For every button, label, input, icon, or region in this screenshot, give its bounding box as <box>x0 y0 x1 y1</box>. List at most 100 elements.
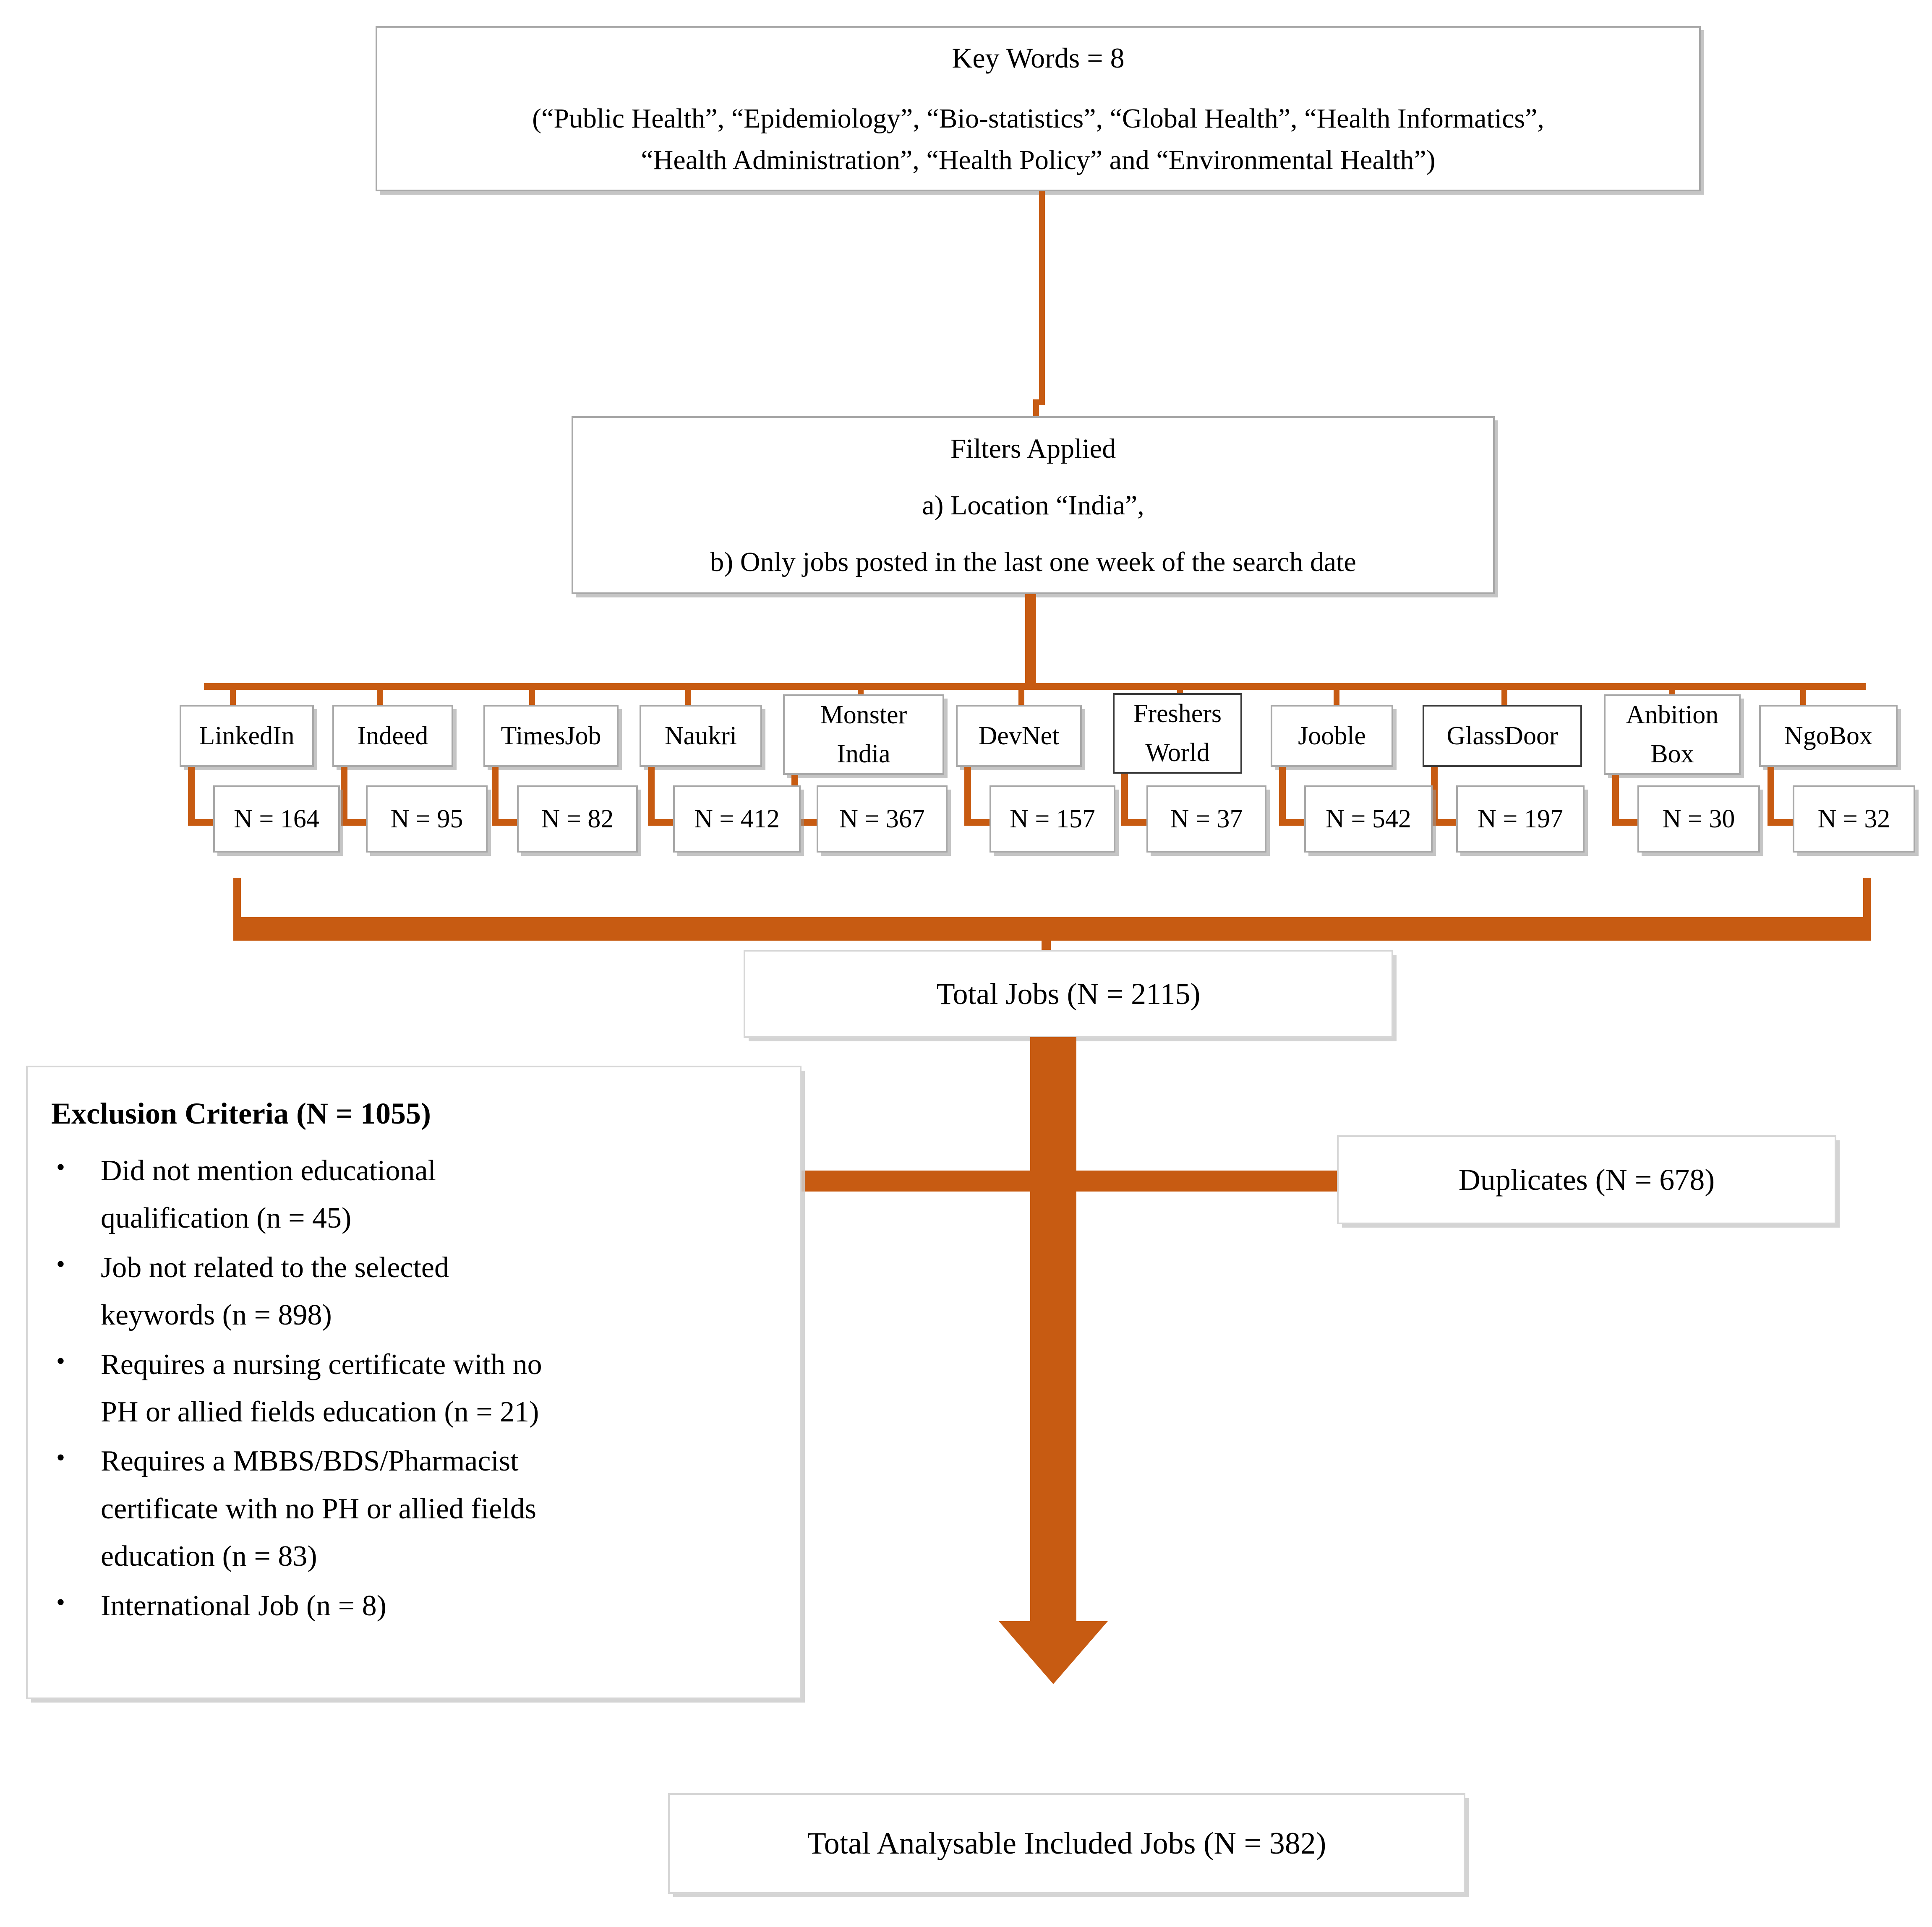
count-box-ngobox: N = 32 <box>1793 785 1915 853</box>
exclusion-item-1-line-2: keywords (n = 898) <box>101 1299 332 1332</box>
source-name-freshers-world: World <box>1145 738 1210 767</box>
source-name-freshers: Freshers <box>1133 699 1222 728</box>
count-box-devnet: N = 157 <box>989 785 1115 853</box>
elbow-v-7 <box>1279 767 1286 826</box>
elbow-h-5 <box>964 819 995 826</box>
source-name-jooble: Jooble <box>1298 721 1366 750</box>
exclusion-item-3-line-1: Requires a MBBS/BDS/Pharmacist <box>101 1445 519 1478</box>
source-box-anbition-box: Anbition Box <box>1604 694 1741 775</box>
bullet-icon: • <box>56 1347 65 1375</box>
exclusion-item-2: • Requires a nursing certificate with no… <box>47 1341 783 1436</box>
connector-keywords-to-filters-vertical-a <box>1039 191 1045 405</box>
count-box-freshers-world: N = 37 <box>1146 785 1266 853</box>
elbow-v-8 <box>1431 767 1438 826</box>
distribution-bus <box>204 683 1866 690</box>
exclusion-item-0: • Did not mention educational qualificat… <box>47 1147 783 1242</box>
bus-drop-8 <box>1501 683 1507 705</box>
elbow-v-9 <box>1612 775 1619 826</box>
keywords-box: Key Words = 8 (“Public Health”, “Epidemi… <box>376 26 1701 191</box>
source-box-ngobox: NgoBox <box>1759 705 1898 767</box>
exclusion-item-2-line-2: PH or allied fields education (n = 21) <box>101 1395 539 1428</box>
elbow-v-6 <box>1121 774 1128 826</box>
elbow-h-0 <box>188 819 219 826</box>
count-value-linkedin: N = 164 <box>234 804 319 833</box>
source-name-indeed: Indeed <box>357 721 428 750</box>
final-included-jobs-box: Total Analysable Included Jobs (N = 382) <box>668 1793 1465 1894</box>
bullet-icon: • <box>56 1444 65 1472</box>
source-name-anbition: Anbition <box>1626 701 1719 729</box>
source-name-linkedin: LinkedIn <box>199 721 295 750</box>
count-box-linkedin: N = 164 <box>213 785 340 853</box>
count-value-monster-india: N = 367 <box>839 804 925 833</box>
elbow-v-2 <box>492 767 499 826</box>
elbow-v-3 <box>648 767 655 826</box>
merge-horizontal <box>233 917 1871 941</box>
duplicates-box: Duplicates (N = 678) <box>1337 1135 1836 1224</box>
elbow-h-6 <box>1121 819 1152 826</box>
count-box-indeed: N = 95 <box>366 785 488 853</box>
source-name-devnet: DevNet <box>978 721 1060 750</box>
source-name-glassdoor: GlassDoor <box>1446 721 1558 750</box>
count-value-ngobox: N = 32 <box>1817 804 1890 833</box>
keywords-line-1: (“Public Health”, “Epidemiology”, “Bio-s… <box>532 103 1544 134</box>
connector-keywords-to-filters-vertical-b <box>1033 399 1039 417</box>
exclusion-item-0-line-1: Did not mention educational <box>101 1155 436 1187</box>
exclusion-item-1: • Job not related to the selected keywor… <box>47 1244 783 1339</box>
exclusion-item-4: • International Job (n = 8) <box>47 1582 783 1630</box>
elbow-h-7 <box>1279 819 1310 826</box>
source-name-timesjob: TimesJob <box>501 721 601 750</box>
source-name-anbition-box: Box <box>1650 740 1694 768</box>
count-value-naukri: N = 412 <box>694 804 780 833</box>
count-box-naukri: N = 412 <box>673 785 801 853</box>
crossbar-exclusion-to-duplicates <box>801 1171 1346 1192</box>
source-box-linkedin: LinkedIn <box>180 705 314 767</box>
bus-drop-10 <box>1800 683 1806 705</box>
elbow-h-2 <box>492 819 523 826</box>
filters-title: Filters Applied <box>950 433 1116 464</box>
source-box-glassdoor: GlassDoor <box>1423 705 1582 767</box>
elbow-h-1 <box>341 819 372 826</box>
exclusion-item-4-line-1: International Job (n = 8) <box>101 1589 386 1622</box>
bullet-icon: • <box>56 1588 65 1616</box>
bullet-icon: • <box>56 1250 65 1278</box>
elbow-h-8 <box>1431 819 1462 826</box>
exclusion-criteria-box: Exclusion Criteria (N = 1055) • Did not … <box>26 1066 802 1699</box>
source-box-freshers-world: Freshers World <box>1113 693 1242 774</box>
bus-drop-3 <box>685 683 691 705</box>
main-flow-arrow-shaft <box>1030 1037 1076 1624</box>
exclusion-item-3-line-2: certificate with no PH or allied fields <box>101 1492 537 1525</box>
exclusion-item-3: • Requires a MBBS/BDS/Pharmacist certifi… <box>47 1437 783 1580</box>
final-included-jobs-label: Total Analysable Included Jobs (N = 382) <box>807 1826 1326 1861</box>
source-box-timesjob: TimesJob <box>483 705 619 767</box>
count-value-jooble: N = 542 <box>1326 804 1411 833</box>
bus-drop-5 <box>1018 683 1024 705</box>
source-box-indeed: Indeed <box>332 705 453 767</box>
bus-drop-2 <box>529 683 535 705</box>
count-value-freshers-world: N = 37 <box>1170 804 1243 833</box>
exclusion-item-2-line-1: Requires a nursing certificate with no <box>101 1348 542 1381</box>
duplicates-label: Duplicates (N = 678) <box>1458 1163 1715 1197</box>
source-name-naukri: Naukri <box>664 721 737 750</box>
keywords-line-2: “Health Administration”, “Health Policy”… <box>641 145 1436 175</box>
elbow-h-3 <box>648 819 679 826</box>
count-box-anbition-box: N = 30 <box>1637 785 1760 853</box>
elbow-v-0 <box>188 767 195 826</box>
connector-filters-to-bus <box>1025 594 1036 687</box>
count-box-jooble: N = 542 <box>1304 785 1433 853</box>
count-value-anbition-box: N = 30 <box>1662 804 1735 833</box>
count-value-indeed: N = 95 <box>390 804 463 833</box>
keywords-title: Key Words = 8 <box>952 42 1125 74</box>
elbow-h-9 <box>1612 819 1643 826</box>
elbow-h-10 <box>1768 819 1799 826</box>
filters-line-a: a) Location “India”, <box>922 490 1144 521</box>
exclusion-item-3-line-3: education (n = 83) <box>101 1540 317 1573</box>
filters-line-b: b) Only jobs posted in the last one week… <box>710 546 1356 577</box>
bullet-icon: • <box>56 1153 65 1181</box>
bus-drop-1 <box>377 683 383 705</box>
exclusion-criteria-list: • Did not mention educational qualificat… <box>47 1147 783 1631</box>
elbow-v-5 <box>964 767 971 826</box>
elbow-v-10 <box>1768 767 1774 826</box>
exclusion-item-1-line-1: Job not related to the selected <box>101 1251 449 1284</box>
count-value-glassdoor: N = 197 <box>1478 804 1563 833</box>
